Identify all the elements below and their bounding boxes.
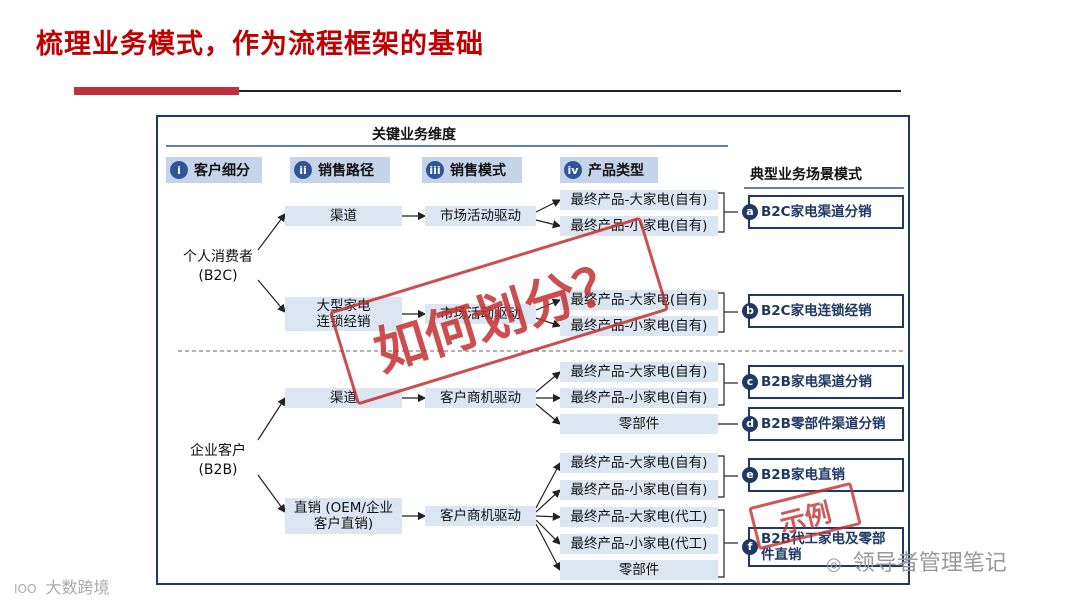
dimension-header: 关键业务维度 <box>372 127 456 143</box>
page-title: 梳理业务模式，作为流程框架的基础 <box>36 29 484 60</box>
scenario-letter-badge: e <box>742 467 758 483</box>
scenario-label-line: B2B代工家电及零部 <box>761 531 886 547</box>
channel-box-chain-retail: 大型家电 连锁经销 <box>285 297 402 331</box>
mode-box-marketing-driven: 市场活动驱动 <box>425 206 536 226</box>
watermark-left: IOO 大数跨境 <box>14 574 110 598</box>
column-header-product-type: iv 产品类型 <box>560 157 658 183</box>
channel-box-distribution: 渠道 <box>285 206 402 226</box>
product-box-parts: 零部件 <box>560 414 718 434</box>
column-header-label: 客户细分 <box>194 163 250 179</box>
scenario-header: 典型业务场景模式 <box>750 167 862 183</box>
scenario-letter-badge: d <box>742 416 758 432</box>
scenario-b: b B2C家电连锁经销 <box>742 294 904 328</box>
watermark-right-text: 领导者管理笔记 <box>852 551 1007 576</box>
wechat-icon: ◎ <box>826 554 842 575</box>
product-box: 最终产品-大家电(自有) <box>560 190 718 210</box>
watermark-right: ◎ 领导者管理笔记 <box>826 545 1007 577</box>
column-header-sales-mode: iii 销售模式 <box>422 157 522 183</box>
scenario-label-line: 件直销 <box>761 547 802 563</box>
scenario-c: c B2B家电渠道分销 <box>742 365 904 399</box>
channel-label-line: 大型家电 <box>316 298 371 314</box>
roman-numeral-badge: iv <box>564 161 582 179</box>
title-underline-accent <box>74 87 239 95</box>
scenario-label: B2B代工家电及零部 件直销 <box>761 531 885 563</box>
watermark-logo-icon: IOO <box>14 582 37 596</box>
product-box-parts: 零部件 <box>560 560 718 580</box>
customer-b2c-name: 个人消费者 <box>183 249 253 265</box>
product-box: 最终产品-小家电(自有) <box>560 316 718 336</box>
watermark-left-text: 大数跨境 <box>45 578 110 597</box>
scenario-label: B2B零部件渠道分销 <box>761 416 886 432</box>
channel-box-distribution-b2b: 渠道 <box>285 388 402 408</box>
column-header-customer-segment: i 客户细分 <box>166 157 262 183</box>
product-box: 最终产品-小家电(自有) <box>560 480 718 500</box>
customer-b2b: 企业客户 (B2B) <box>178 442 258 480</box>
scenario-label: B2C家电渠道分销 <box>761 204 872 220</box>
scenario-letter-badge: c <box>742 374 758 390</box>
customer-b2b-code: (B2B) <box>198 462 238 478</box>
column-header-label: 销售模式 <box>450 163 506 179</box>
channel-label-line: 连锁经销 <box>316 314 371 330</box>
product-box: 最终产品-小家电(自有) <box>560 216 718 236</box>
channel-box-direct-sales: 直销 (OEM/企业 客户直销) <box>285 498 402 534</box>
product-box: 最终产品-大家电(代工) <box>560 507 718 527</box>
product-box: 最终产品-小家电(代工) <box>560 534 718 554</box>
channel-label-line: 客户直销) <box>313 516 374 532</box>
scenario-letter-badge: a <box>742 204 758 220</box>
product-box: 最终产品-小家电(自有) <box>560 388 718 408</box>
scenario-letter-badge: f <box>742 539 758 555</box>
customer-b2b-name: 企业客户 <box>190 443 246 459</box>
scenario-label: B2B家电渠道分销 <box>761 374 872 390</box>
column-header-label: 产品类型 <box>588 163 644 179</box>
channel-label-line: 直销 (OEM/企业 <box>294 500 393 516</box>
roman-numeral-badge: iii <box>426 161 444 179</box>
title-underline <box>239 90 901 92</box>
scenario-label: B2B家电直销 <box>761 467 845 483</box>
product-box: 最终产品-大家电(自有) <box>560 362 718 382</box>
scenario-e: e B2B家电直销 <box>742 458 904 492</box>
customer-b2c: 个人消费者 (B2C) <box>178 248 258 286</box>
column-header-label: 销售路径 <box>318 163 374 179</box>
customer-b2c-code: (B2C) <box>198 268 238 284</box>
column-header-sales-path: ii 销售路径 <box>290 157 390 183</box>
scenario-letter-badge: b <box>742 303 758 319</box>
product-box: 最终产品-大家电(自有) <box>560 453 718 473</box>
scenario-label: B2C家电连锁经销 <box>761 303 872 319</box>
roman-numeral-badge: i <box>170 161 188 179</box>
scenario-f: f B2B代工家电及零部 件直销 <box>742 527 904 567</box>
scenario-d: d B2B零部件渠道分销 <box>742 407 904 441</box>
product-box: 最终产品-大家电(自有) <box>560 290 718 310</box>
roman-numeral-badge: ii <box>294 161 312 179</box>
mode-box-opportunity-driven: 客户商机驱动 <box>425 506 536 526</box>
mode-box-opportunity-driven: 客户商机驱动 <box>425 388 536 408</box>
scenario-a: a B2C家电渠道分销 <box>742 195 904 229</box>
mode-box-marketing-driven: 市场活动驱动 <box>425 304 536 324</box>
diagram-frame <box>156 115 910 585</box>
